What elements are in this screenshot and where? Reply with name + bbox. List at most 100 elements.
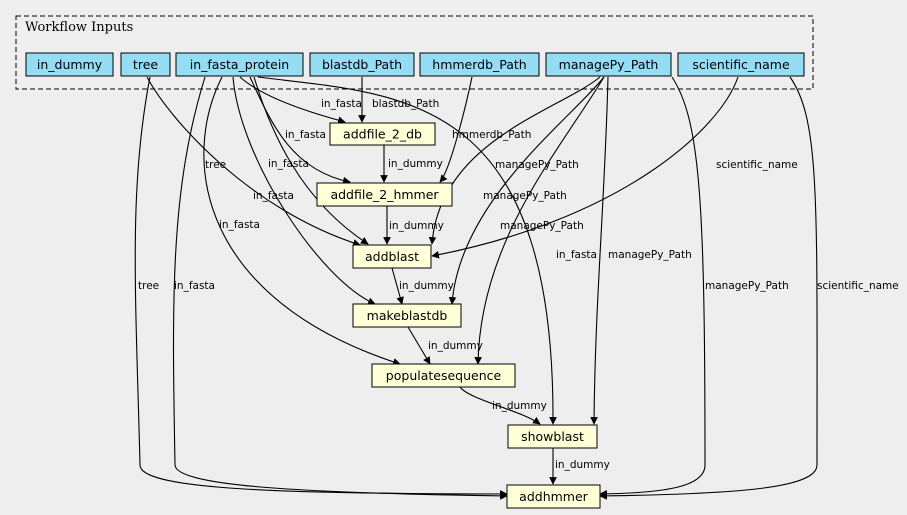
edge-label: managePy_Path — [608, 249, 692, 261]
edge-line — [203, 76, 401, 366]
edge-in_fasta_protein-to-populatesequence: in_fasta — [203, 76, 401, 366]
edge-label: in_dummy — [492, 400, 547, 412]
step-node-addhmmer[interactable]: addhmmer — [506, 484, 601, 509]
edge-addfile_2_hmmer-to-addblast: in_dummy — [383, 206, 444, 245]
edge-line — [391, 267, 404, 305]
step-node-box[interactable] — [352, 303, 462, 328]
input-node-label: in_dummy — [37, 57, 103, 72]
edge-line — [249, 76, 351, 185]
edge-tree-to-addhmmer: tree — [134, 76, 508, 498]
edge-line — [146, 76, 361, 247]
step-node-box[interactable] — [371, 363, 516, 388]
input-node-box[interactable] — [309, 52, 415, 77]
edge-label: managePy_Path — [495, 159, 579, 171]
input-node-box[interactable] — [677, 52, 805, 77]
step-node-label: addfile_2_hmmer — [330, 187, 439, 202]
edge-label: managePy_Path — [705, 280, 789, 292]
input-node-label: in_fasta_protein — [190, 57, 289, 72]
step-node-label: addfile_2_db — [343, 127, 422, 142]
step-node-showblast[interactable]: showblast — [507, 424, 598, 449]
step-node-makeblastdb[interactable]: makeblastdb — [352, 303, 462, 328]
step-node-addfile_2_db[interactable]: addfile_2_db — [329, 122, 436, 146]
edge-line — [599, 76, 706, 498]
input-node-scientific_name[interactable]: scientific_name — [677, 52, 805, 77]
edge-label: tree — [205, 159, 226, 171]
step-node-label: populatesequence — [386, 368, 502, 383]
edge-label: in_fasta — [321, 98, 362, 110]
input-node-label: scientific_name — [692, 57, 790, 72]
inputs-cluster: Workflow Inputs — [15, 15, 814, 90]
edge-populatesequence-to-showblast: in_dummy — [459, 386, 547, 425]
input-node-label: blastdb_Path — [322, 57, 402, 72]
step-node-populatesequence[interactable]: populatesequence — [371, 363, 516, 388]
edge-line — [590, 76, 609, 425]
edge-in_fasta_protein-to-addhmmer: in_fasta — [172, 76, 508, 500]
edge-line — [459, 386, 541, 425]
edge-line — [232, 76, 376, 305]
input-node-box[interactable] — [25, 52, 114, 77]
edge-label: in_fasta — [174, 280, 215, 292]
edge-label: tree — [138, 280, 159, 292]
input-node-blastdb_Path[interactable]: blastdb_Path — [309, 52, 415, 77]
edge-label: in_fasta — [268, 158, 309, 170]
edge-line — [257, 76, 557, 425]
edge-label: in_fasta — [253, 190, 294, 202]
edge-label: in_dummy — [389, 220, 444, 232]
step-node-label: showblast — [521, 429, 584, 444]
edge-managePy_Path-to-addblast: managePy_Path — [428, 76, 601, 245]
edge-managePy_Path-to-populatesequence: managePy_Path — [474, 76, 605, 365]
edge-line — [428, 76, 601, 245]
edge-label: managePy_Path — [483, 190, 567, 202]
edge-line — [474, 76, 605, 365]
input-node-managePy_Path[interactable]: managePy_Path — [545, 52, 672, 77]
edge-scientific_name-to-addhmmer: scientific_name — [599, 76, 899, 500]
edge-line — [134, 76, 508, 498]
edge-line — [439, 76, 473, 183]
cluster-title: Workflow Inputs — [25, 20, 133, 35]
edge-label: in_fasta — [556, 249, 597, 261]
step-node-box[interactable] — [316, 182, 453, 207]
input-node-label: hmmerdb_Path — [432, 57, 526, 72]
input-node-tree[interactable]: tree — [120, 52, 171, 77]
step-node-addfile_2_hmmer[interactable]: addfile_2_hmmer — [316, 182, 453, 207]
edge-label: scientific_name — [817, 280, 899, 292]
edge-label: hmmerdb_Path — [452, 129, 531, 141]
edge-managePy_Path-to-makeblastdb: managePy_Path — [448, 76, 605, 305]
input-node-box[interactable] — [545, 52, 672, 77]
edge-label: in_dummy — [399, 280, 454, 292]
edge-label: in_dummy — [428, 340, 483, 352]
step-node-box[interactable] — [506, 484, 601, 509]
edge-label: in_fasta — [285, 129, 326, 141]
input-node-in_dummy[interactable]: in_dummy — [25, 52, 114, 77]
edge-label: managePy_Path — [500, 220, 584, 232]
edge-line — [448, 76, 605, 305]
edge-tree-to-addblast: tree — [146, 76, 361, 247]
step-node-label: addhmmer — [519, 489, 588, 504]
edge-label: in_dummy — [555, 459, 610, 471]
edge-line — [239, 76, 346, 124]
edge-line — [431, 76, 739, 259]
edge-addblast-to-makeblastdb: in_dummy — [391, 267, 454, 305]
edge-scientific_name-to-addblast: scientific_name — [431, 76, 798, 259]
edge-line — [599, 76, 818, 500]
edge-label: in_dummy — [388, 158, 443, 170]
step-node-box[interactable] — [507, 424, 598, 449]
edge-in_fasta_protein-to-addblast: in_fasta — [253, 76, 369, 245]
input-node-box[interactable] — [419, 52, 540, 77]
edge-blastdb_Path-to-addfile_2_db: blastdb_Path — [358, 77, 439, 123]
input-node-label: managePy_Path — [559, 57, 659, 72]
input-node-in_fasta_protein[interactable]: in_fasta_protein — [175, 52, 304, 77]
input-node-hmmerdb_Path[interactable]: hmmerdb_Path — [419, 52, 540, 77]
step-node-box[interactable] — [329, 122, 436, 146]
input-node-box[interactable] — [120, 52, 171, 77]
input-node-label: tree — [133, 57, 158, 72]
step-node-box[interactable] — [352, 244, 432, 269]
step-node-label: makeblastdb — [367, 308, 448, 323]
edge-managePy_Path-to-addhmmer: managePy_Path — [599, 76, 789, 498]
edge-in_fasta_protein-to-addfile_2_hmmer: in_fasta — [249, 76, 351, 185]
input-node-box[interactable] — [175, 52, 304, 77]
step-node-addblast[interactable]: addblast — [352, 244, 432, 269]
edge-addfile_2_db-to-addfile_2_hmmer: in_dummy — [380, 145, 443, 183]
